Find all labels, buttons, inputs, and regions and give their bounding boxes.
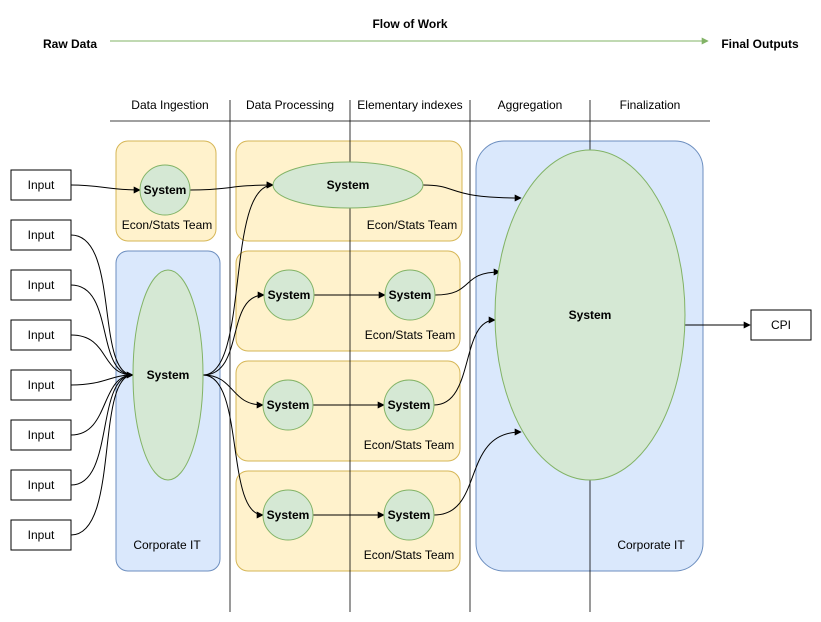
connector-input7-to-it-system bbox=[70, 374, 134, 486]
connector-input3-to-it-system bbox=[70, 284, 134, 376]
connector-row4-to-aggregation bbox=[433, 428, 522, 516]
input-label: Input bbox=[28, 328, 55, 342]
input-label: Input bbox=[28, 428, 55, 442]
raw-data-label: Raw Data bbox=[43, 37, 97, 51]
system-node-label: System bbox=[144, 183, 187, 197]
input-label: Input bbox=[28, 278, 55, 292]
input-box bbox=[10, 519, 72, 551]
stage-data-ingestion: Data Ingestion bbox=[131, 98, 208, 112]
system-node-elementary-row3 bbox=[383, 379, 435, 431]
connector-it-to-processing-row2 bbox=[202, 291, 265, 376]
system-node-label: System bbox=[388, 508, 431, 522]
team-label-econ-row1: Econ/Stats Team bbox=[367, 218, 458, 232]
system-node-elementary-row2 bbox=[384, 269, 436, 321]
system-node-ingestion bbox=[139, 164, 191, 216]
system-node-label: System bbox=[569, 308, 612, 322]
input-label: Input bbox=[28, 378, 55, 392]
input-label: Input bbox=[28, 478, 55, 492]
connector-it-to-processing-row4 bbox=[202, 374, 264, 519]
system-node-elementary-row4 bbox=[383, 489, 435, 541]
input-box bbox=[10, 469, 72, 501]
input-label: Input bbox=[28, 228, 55, 242]
system-node-processing-row3 bbox=[262, 379, 314, 431]
stage-data-processing: Data Processing bbox=[246, 98, 334, 112]
cpi-output-box bbox=[750, 309, 812, 341]
final-outputs-label: Final Outputs bbox=[721, 37, 799, 51]
stage-finalization: Finalization bbox=[620, 98, 681, 112]
connector-input1-to-system bbox=[70, 184, 141, 194]
team-label-econ-ingestion: Econ/Stats Team bbox=[122, 218, 213, 232]
flow-of-work-title: Flow of Work bbox=[372, 17, 447, 31]
input-box bbox=[10, 269, 72, 301]
system-node-processing-row2 bbox=[263, 269, 315, 321]
input-label: Input bbox=[28, 178, 55, 192]
input-box bbox=[10, 369, 72, 401]
system-node-label: System bbox=[267, 508, 310, 522]
connector-input4-to-it-system bbox=[70, 334, 134, 376]
system-node-label: System bbox=[268, 288, 311, 302]
system-node-processing-row1 bbox=[272, 161, 424, 209]
connector-ingestion-to-processing bbox=[189, 181, 274, 191]
system-node-label: System bbox=[388, 398, 431, 412]
connector-row2-to-aggregation bbox=[434, 268, 501, 296]
system-node-processing-row4 bbox=[262, 489, 314, 541]
cpi-output-label: CPI bbox=[771, 318, 791, 332]
connector-it-to-processing-row3 bbox=[202, 374, 264, 409]
system-node-label: System bbox=[267, 398, 310, 412]
system-node-corporate-it bbox=[132, 269, 204, 481]
stage-elementary-indexes: Elementary indexes bbox=[357, 98, 462, 112]
stage-aggregation: Aggregation bbox=[498, 98, 563, 112]
team-label-econ-row2: Econ/Stats Team bbox=[365, 328, 456, 342]
system-node-aggregation bbox=[494, 149, 686, 481]
connector-it-to-processing-row1 bbox=[202, 181, 274, 376]
team-label-it-aggregation: Corporate IT bbox=[617, 538, 685, 552]
team-label-it-ingestion: Corporate IT bbox=[133, 538, 201, 552]
system-node-label: System bbox=[147, 368, 190, 382]
input-box bbox=[10, 319, 72, 351]
connector-input6-to-it-system bbox=[70, 374, 134, 436]
team-label-econ-row3: Econ/Stats Team bbox=[364, 438, 455, 452]
team-label-econ-row4: Econ/Stats Team bbox=[364, 548, 455, 562]
connector-input8-to-it-system bbox=[70, 374, 134, 536]
system-node-label: System bbox=[389, 288, 432, 302]
input-label: Input bbox=[28, 528, 55, 542]
connector-row3-to-aggregation bbox=[433, 316, 496, 406]
connector-input2-to-it-system bbox=[70, 234, 134, 376]
system-node-label: System bbox=[327, 178, 370, 192]
connector-row1-to-aggregation bbox=[422, 184, 522, 202]
